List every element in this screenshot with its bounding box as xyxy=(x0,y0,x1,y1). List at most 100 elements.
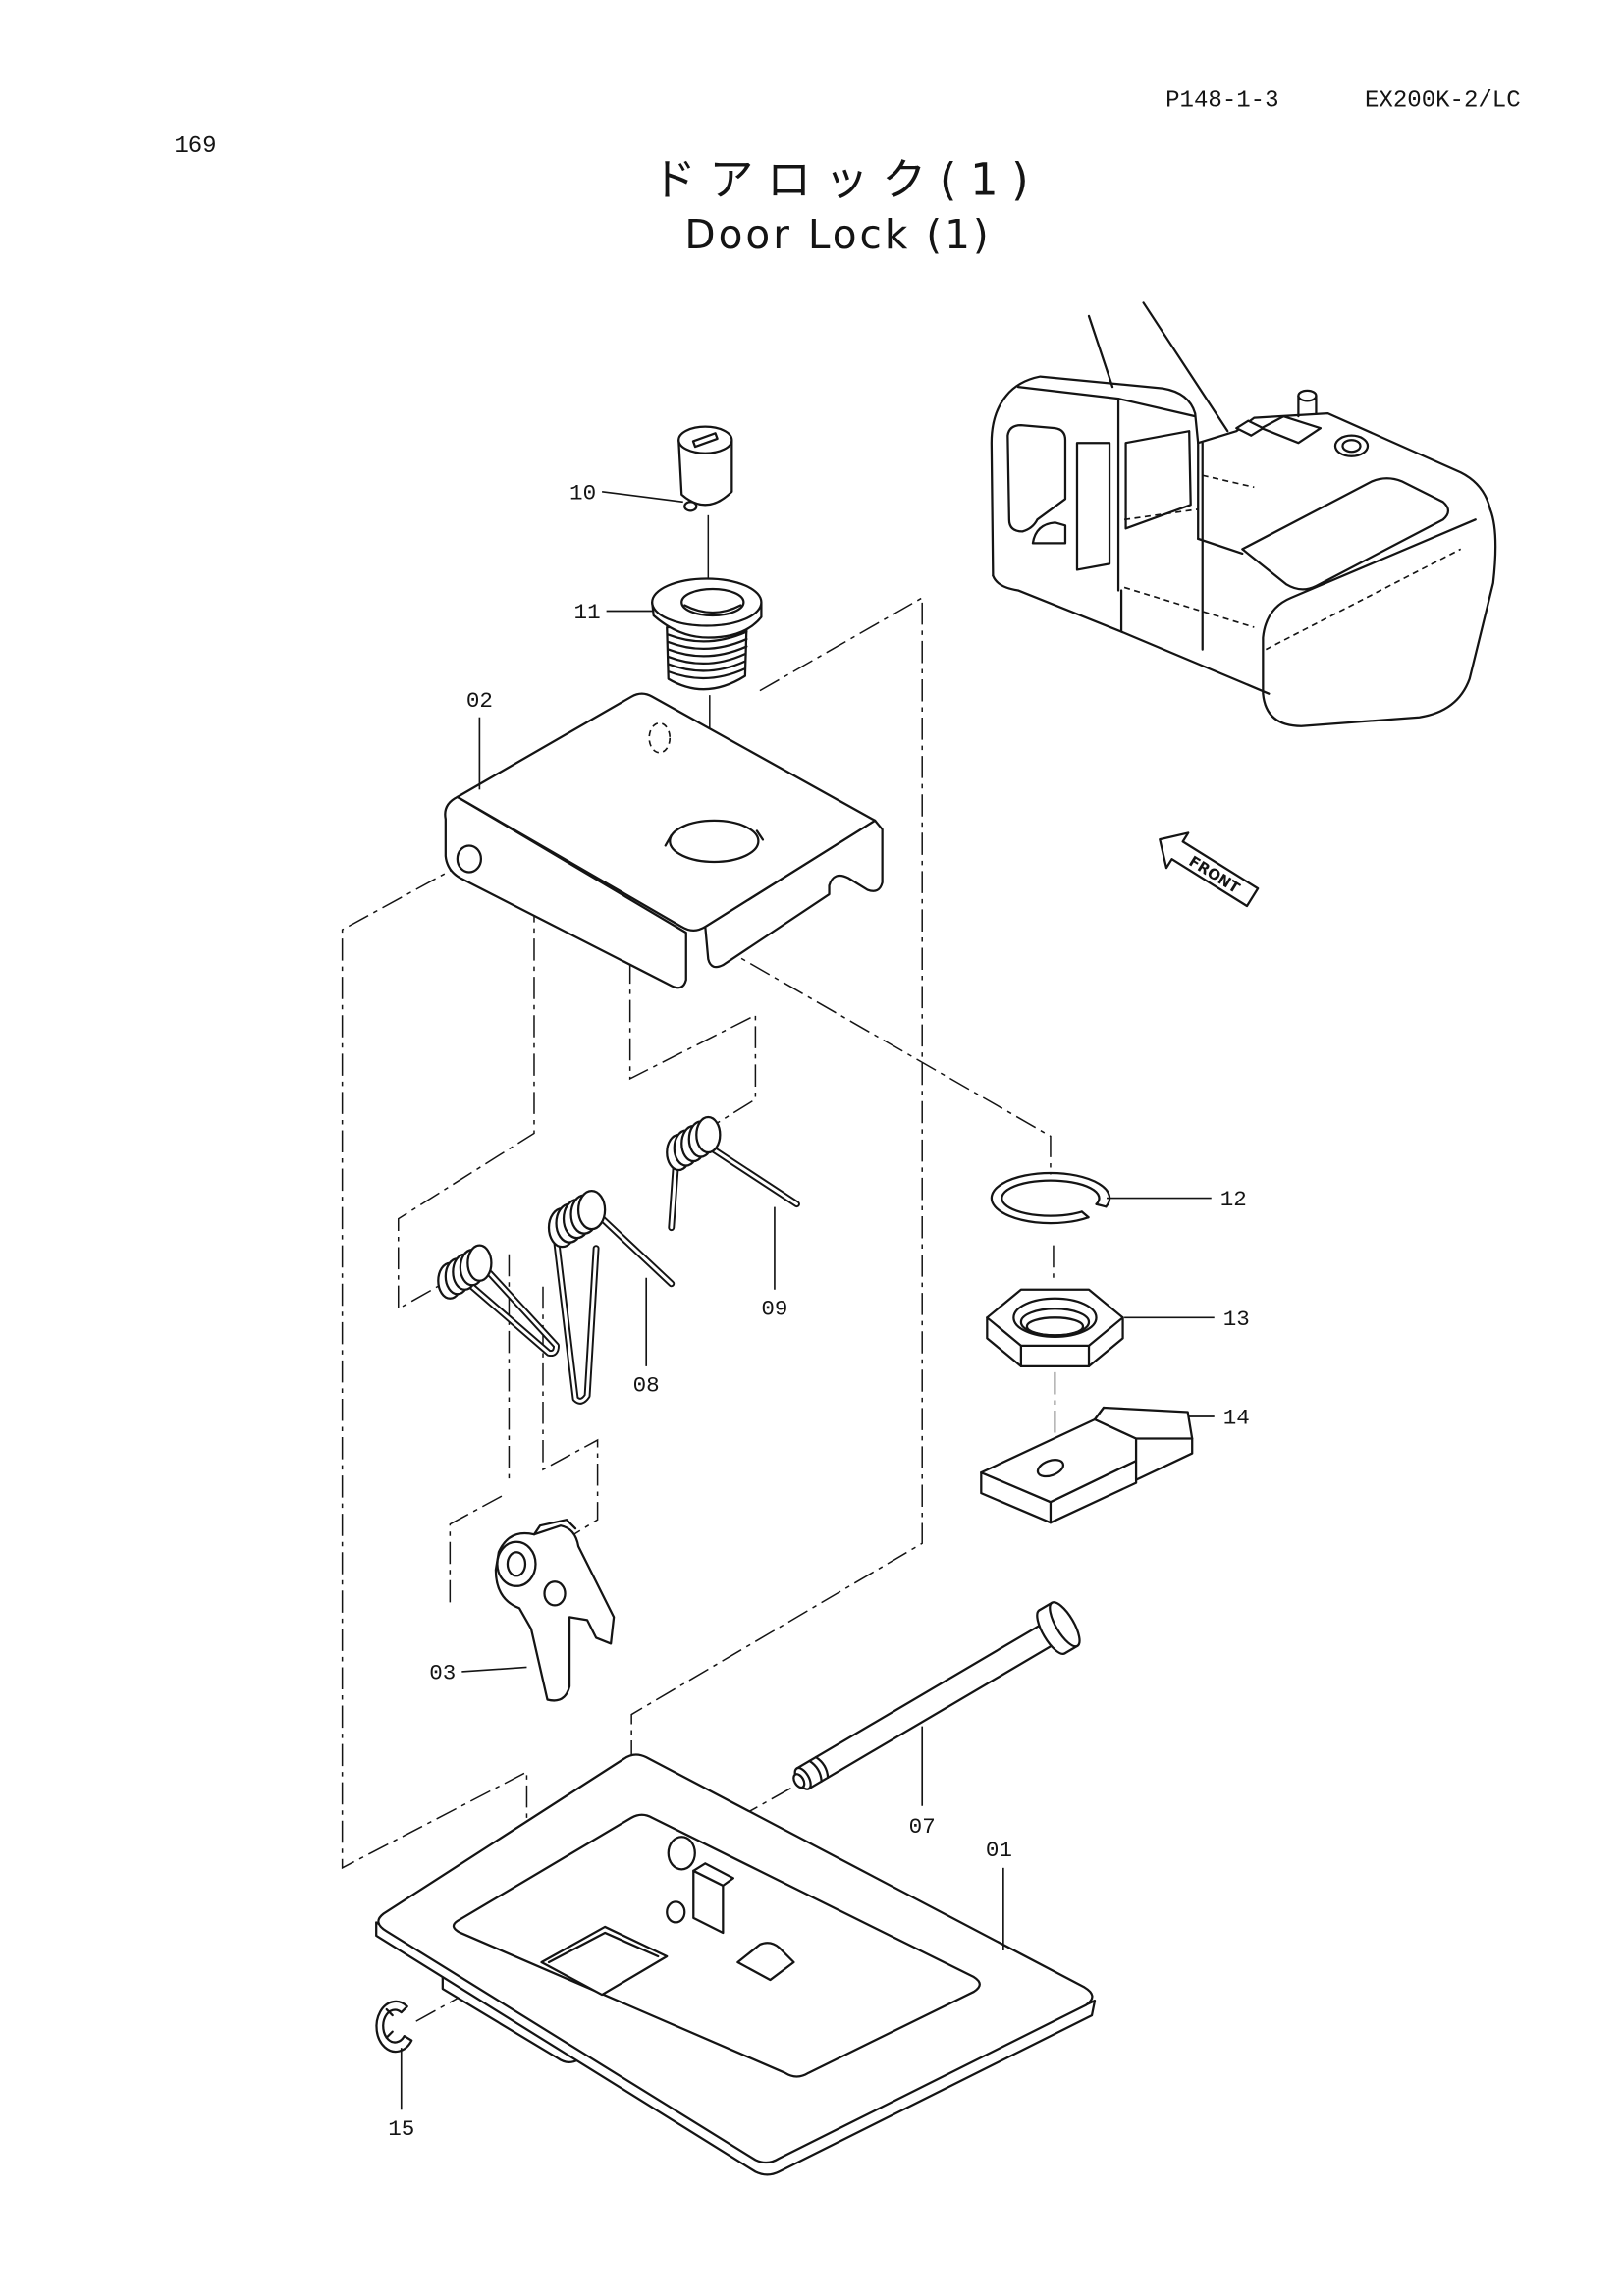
part-12-ring-inner xyxy=(1001,1179,1101,1217)
part-label-02: 02 xyxy=(466,688,493,714)
part-label-03: 03 xyxy=(429,1660,456,1685)
part-15-clip xyxy=(375,2000,413,2054)
body-small-box xyxy=(1235,419,1265,437)
part-13-side-edges xyxy=(1019,1344,1091,1368)
assembly-line xyxy=(542,1286,599,1547)
machine-location-view xyxy=(990,301,1497,727)
body-side-edge xyxy=(1119,442,1244,651)
part-03-boss xyxy=(496,1540,537,1587)
part-11-thread-body xyxy=(666,625,748,691)
leader-line-03 xyxy=(461,1666,527,1673)
part-label-07: 07 xyxy=(909,1814,936,1840)
counterweight-outline xyxy=(1262,507,1497,727)
part-label-11: 11 xyxy=(574,600,601,625)
cab-outline xyxy=(990,375,1200,577)
part-01-tab xyxy=(736,1942,795,1982)
page-number: 169 xyxy=(174,133,216,160)
front-direction-arrow: FRONT xyxy=(1159,831,1260,908)
part-14-drawing xyxy=(980,1406,1194,1524)
engine-hood-panel xyxy=(1241,477,1450,591)
part-07-tip-chamfer xyxy=(792,1773,806,1789)
part-14-tab-edge xyxy=(1093,1406,1194,1440)
body-cover-box xyxy=(1260,415,1323,445)
part-11-threads xyxy=(667,630,748,680)
part-11-bore xyxy=(680,587,745,617)
part-03-boss-hole xyxy=(506,1551,527,1577)
part-10-key-slot xyxy=(691,432,719,449)
part-02-cylinder-hole xyxy=(669,819,760,864)
body-round-cover-inner xyxy=(1341,439,1362,454)
part-08-leg xyxy=(553,1236,600,1405)
part-07-shaft xyxy=(795,1620,1059,1790)
pointer-line xyxy=(1142,301,1229,433)
part-02-side-hole xyxy=(456,844,483,874)
part-12-ring-outer xyxy=(990,1171,1111,1225)
part-13-thread xyxy=(1025,1316,1085,1337)
part-label-01: 01 xyxy=(986,1838,1012,1863)
part-label-12: 12 xyxy=(1220,1187,1247,1212)
part-01-latch-bracket-top xyxy=(692,1862,734,1887)
reference-code: P148-1-3 xyxy=(1165,88,1278,115)
part-label-08: 08 xyxy=(633,1372,660,1398)
part-01-drawing xyxy=(375,1753,1097,2176)
part-10-body xyxy=(677,439,733,507)
part-07-head-face xyxy=(1049,1601,1081,1648)
pointer-line xyxy=(1087,314,1114,389)
part-14-slot xyxy=(1036,1459,1065,1478)
page-title-english: Door Lock (1) xyxy=(684,211,991,258)
leader-line-10 xyxy=(602,490,683,504)
part-07-drawing xyxy=(792,1601,1081,1790)
assembly-line xyxy=(341,859,528,1942)
part-02-hole-notch xyxy=(664,829,765,847)
assembly-line xyxy=(449,1495,503,1603)
fuel-cap-body xyxy=(1297,394,1318,418)
cab-roof-edge xyxy=(1016,385,1197,418)
part-01-hole xyxy=(667,1836,696,1871)
model-code: EX200K-2/LC xyxy=(1365,88,1521,115)
part-01-window-edge xyxy=(547,1931,660,1964)
part-08-leg-inner xyxy=(555,1238,598,1403)
part-10-drawing xyxy=(677,425,733,512)
part-02-drawing xyxy=(444,692,884,989)
part-02-top-face xyxy=(456,692,877,932)
cab-front-window xyxy=(1124,430,1192,530)
arrow-icon xyxy=(1159,831,1260,908)
part-12-drawing xyxy=(990,1171,1111,1225)
part-02-hidden-hole xyxy=(648,721,672,754)
page-title-japanese: ドアロック(1) xyxy=(652,154,1042,206)
part-11-drawing xyxy=(651,577,763,691)
body-hidden-line xyxy=(1123,474,1462,651)
spring-left-drawing xyxy=(437,1244,560,1358)
part-09-leg-inner xyxy=(670,1164,677,1230)
part-11-bore-inner xyxy=(683,604,742,614)
part-13-drawing xyxy=(986,1288,1124,1368)
part-01-thickness xyxy=(375,1921,1097,2176)
spring-left-leg-inner xyxy=(470,1271,559,1356)
cab-rear-window xyxy=(1075,442,1111,571)
part-09-coil xyxy=(695,1115,722,1154)
part-03-pin xyxy=(543,1580,567,1607)
leader-lines xyxy=(400,490,1215,2110)
assembly-line xyxy=(397,823,535,1310)
body-bottom-edge xyxy=(992,574,1271,695)
part-10-tab xyxy=(683,501,698,512)
assembly-line xyxy=(716,943,1052,1175)
part-12-ring-ends xyxy=(1080,1202,1108,1219)
part-02-front-flange xyxy=(444,795,687,989)
part-03-drawing xyxy=(494,1519,616,1702)
body-top-edge xyxy=(1197,412,1491,510)
part-15-drawing xyxy=(375,2000,413,2054)
part-09-drawing xyxy=(666,1115,800,1232)
part-07-groove xyxy=(808,1755,830,1783)
part-14-raised-tab xyxy=(1093,1406,1194,1481)
spring-left-coil xyxy=(466,1244,493,1282)
assembly-line xyxy=(628,749,757,1147)
part-label-15: 15 xyxy=(388,2116,414,2142)
body-round-cover xyxy=(1333,434,1370,457)
fuel-cap-top xyxy=(1297,389,1318,402)
part-08-drawing xyxy=(547,1189,676,1405)
part-08-coil xyxy=(576,1189,607,1231)
part-01-window xyxy=(540,1925,669,1997)
